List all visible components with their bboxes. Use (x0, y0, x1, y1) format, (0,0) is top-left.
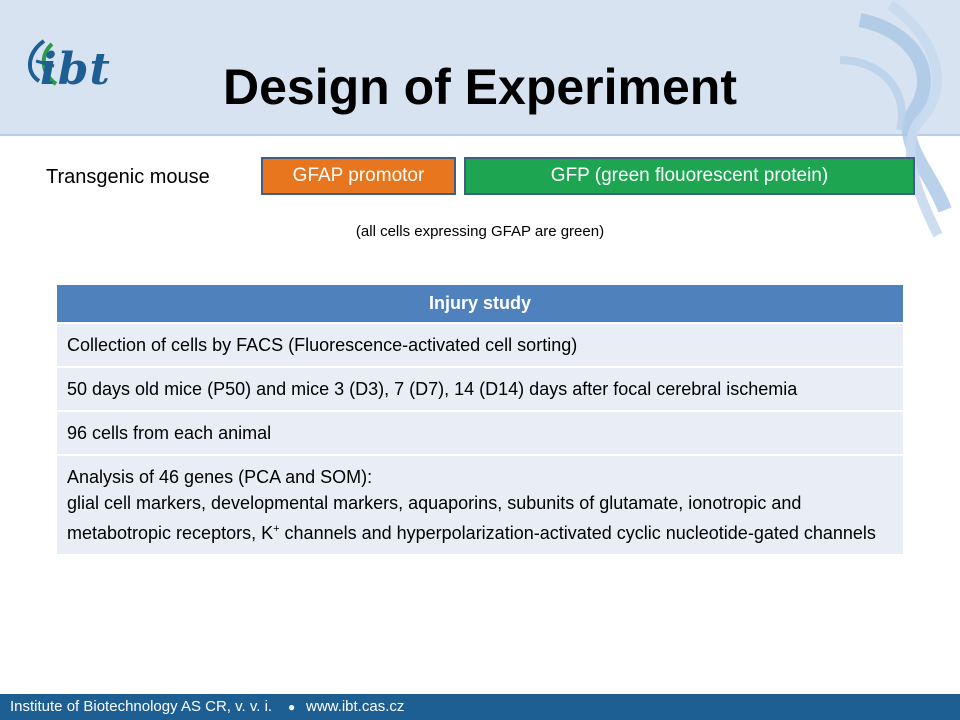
table-row: 50 days old mice (P50) and mice 3 (D3), … (57, 366, 903, 410)
footer-bar: Institute of Biotechnology AS CR, v. v. … (0, 694, 960, 720)
dna-ribbon-decoration (839, 0, 952, 238)
reporter-box: GFP (green flouorescent protein) (464, 157, 915, 195)
footer-website-link[interactable]: www.ibt.cas.cz (306, 698, 405, 715)
promoter-box: GFAP promotor (261, 157, 456, 195)
logo-text: ibt (40, 44, 111, 95)
construct-note: (all cells expressing GFAP are green) (355, 223, 605, 240)
table-row: Analysis of 46 genes (PCA and SOM): glia… (57, 454, 903, 554)
potassium-superscript: + (273, 523, 280, 535)
table-row: Collection of cells by FACS (Fluorescenc… (57, 322, 903, 366)
ibt-logo-icon (28, 39, 58, 86)
analysis-heading: Analysis of 46 genes (PCA and SOM): (67, 467, 373, 487)
header-band (0, 0, 960, 136)
subject-label: Transgenic mouse (46, 166, 210, 188)
table-header: Injury study (57, 285, 903, 322)
page-title: Design of Experiment (223, 59, 737, 115)
injury-study-table: Injury study Collection of cells by FACS… (57, 285, 903, 554)
footer-separator: ● (288, 700, 296, 714)
footer-institute: Institute of Biotechnology AS CR, v. v. … (10, 698, 273, 715)
analysis-detail-part: glial cell markers, developmental marker… (67, 493, 802, 543)
analysis-detail: glial cell markers, developmental marker… (67, 490, 893, 546)
table-row: 96 cells from each animal (57, 410, 903, 454)
analysis-detail-part: channels and hyperpolarization-activated… (279, 523, 876, 543)
